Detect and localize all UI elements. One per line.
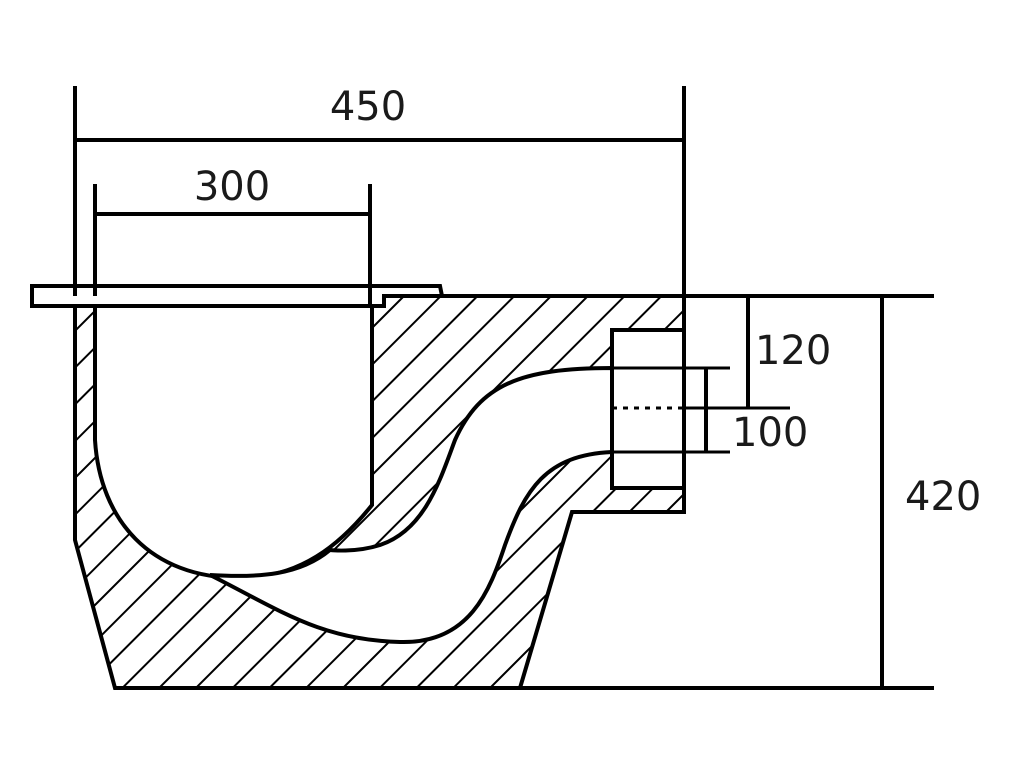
dim-bowl-width-label: 300 <box>194 164 270 210</box>
dim-outlet-height-label: 120 <box>755 328 831 374</box>
dim-overall-height-label: 420 <box>905 474 981 520</box>
seat-rim-plate <box>30 284 445 308</box>
bowl-cavity <box>93 302 374 581</box>
dim-overall-width-label: 450 <box>330 84 406 130</box>
dim-outlet-diameter-label: 100 <box>732 410 808 456</box>
trapway-channel <box>209 365 614 645</box>
